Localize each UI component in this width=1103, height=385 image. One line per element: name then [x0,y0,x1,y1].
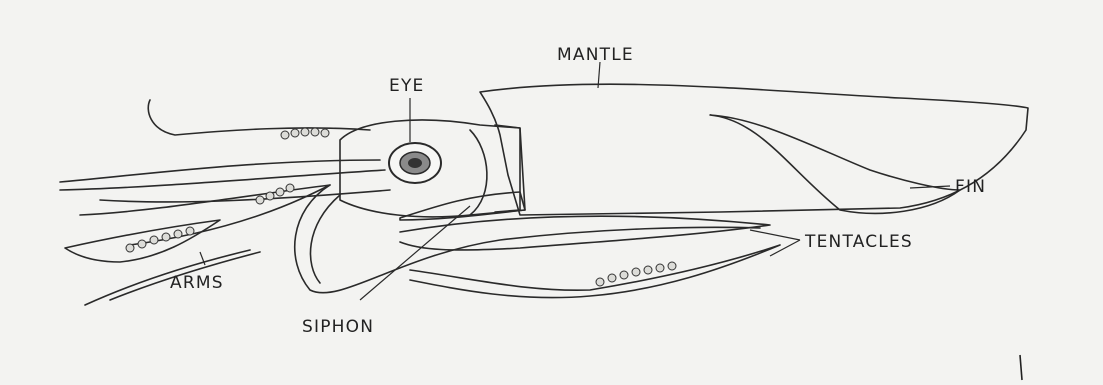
label-tentacles: TENTACLES [804,232,913,252]
label-mantle: MANTLE [557,45,634,65]
tentacles [295,185,780,298]
label-siphon: SIPHON [302,317,374,337]
stray-mark [1020,355,1022,380]
label-arms: ARMS [170,273,224,293]
arms [60,100,390,305]
label-fin: FIN [955,177,986,197]
leader-lines [200,62,950,300]
label-eye: EYE [389,76,424,96]
fin [710,115,960,213]
mantle [480,84,1028,215]
eye [389,143,441,183]
